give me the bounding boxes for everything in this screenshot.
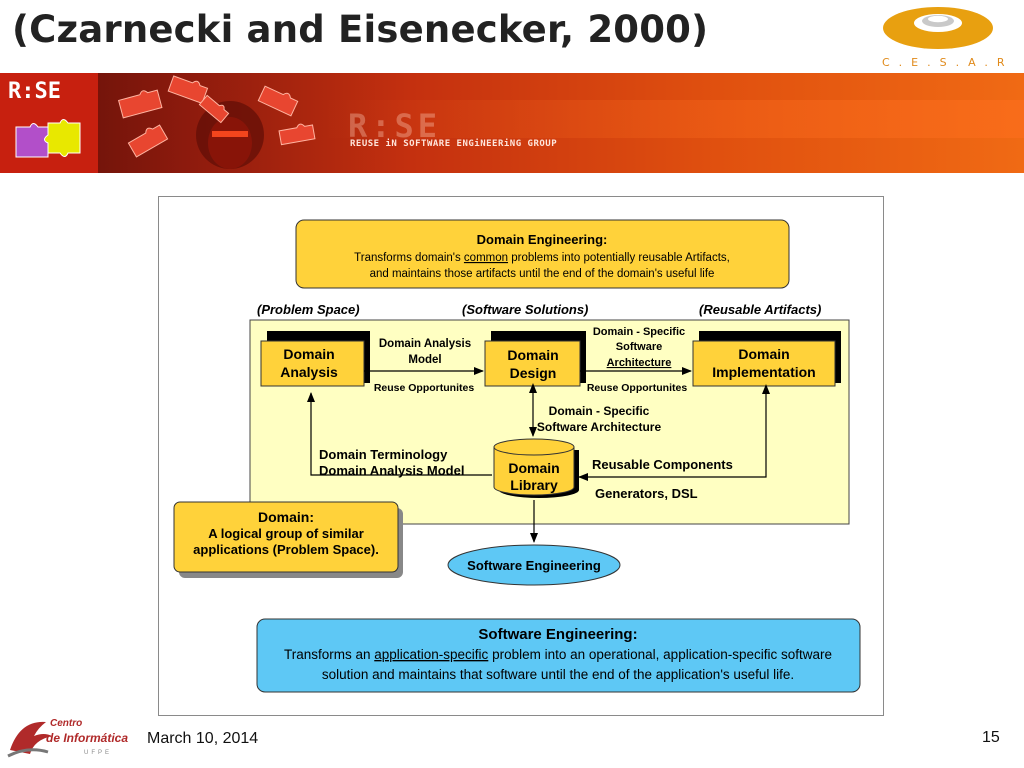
label-terminology-1: Domain Terminology — [319, 447, 448, 462]
domain-implementation-box: Domain Implementation — [693, 331, 841, 386]
software-engineering-ellipse-label: Software Engineering — [467, 558, 601, 573]
domain-engineering-line1: Transforms domain's common problems into… — [354, 252, 730, 264]
domain-design-label-1: Domain — [507, 347, 558, 363]
slide-title: (Czarnecki and Eisenecker, 2000) — [12, 8, 708, 51]
domain-implementation-label-1: Domain — [738, 346, 789, 362]
label-dsa-top-2: Software — [616, 341, 662, 353]
label-reusable-components: Reusable Components — [592, 457, 733, 472]
label-analysis-model-2: Model — [408, 354, 441, 366]
centro-logo-bottom: UFPE — [84, 750, 112, 756]
label-dsa-mid-1: Domain - Specific — [549, 404, 650, 418]
centro-de-informatica-logo: Centro de Informática UFPE — [6, 712, 130, 760]
rise-logo: R:SE — [0, 73, 100, 173]
domain-library-cylinder: Domain Library — [494, 439, 579, 498]
domain-design-box: Domain Design — [485, 331, 586, 386]
puzzle-pieces-art — [100, 73, 340, 173]
rise-banner: R:SE R:SE REUSE iN SOFTWARE ENGiNEERiNG … — [0, 73, 1024, 173]
label-dsa-top-1: Domain - Specific — [593, 326, 685, 338]
label-reuse-opportunities-2: Reuse Opportunites — [587, 382, 688, 394]
software-engineering-line2: solution and maintains that software unt… — [322, 667, 794, 682]
page-number: 15 — [982, 729, 1000, 747]
label-dsa-top-3: Architecture — [607, 357, 672, 369]
centro-logo-top: Centro — [50, 718, 82, 729]
software-engineering-box: Software Engineering: Transforms an appl… — [257, 619, 860, 692]
domain-definition-box: Domain: A logical group of similar appli… — [174, 502, 403, 578]
footer-date: March 10, 2014 — [147, 730, 258, 748]
label-reuse-opportunities-1: Reuse Opportunites — [374, 382, 475, 394]
label-terminology-2: Domain Analysis Model — [319, 463, 464, 478]
rise-logo-text: R:SE — [8, 79, 61, 104]
header-problem-space: (Problem Space) — [257, 302, 360, 317]
puzzle-icon — [10, 113, 90, 163]
domain-engineering-figure: Domain Engineering: Transforms domain's … — [158, 196, 884, 716]
domain-note-title: Domain: — [258, 509, 314, 525]
software-engineering-line1: Transforms an application-specific probl… — [284, 647, 832, 662]
banner-tagline: REUSE iN SOFTWARE ENGiNEERiNG GROUP — [350, 139, 557, 149]
domain-note-line1: A logical group of similar — [208, 526, 364, 541]
domain-library-label-2: Library — [510, 477, 558, 493]
label-dsa-mid-2: Software Architecture — [537, 420, 662, 434]
domain-engineering-title: Domain Engineering: — [477, 232, 608, 247]
software-engineering-ellipse: Software Engineering — [448, 545, 620, 585]
label-generators: Generators, DSL — [595, 486, 698, 501]
software-engineering-title: Software Engineering: — [478, 626, 637, 643]
domain-note-line2: applications (Problem Space). — [193, 542, 379, 557]
domain-analysis-box: Domain Analysis — [261, 331, 370, 386]
header-software-solutions: (Software Solutions) — [462, 302, 588, 317]
cesar-wordmark: C.E.S.A.R — [882, 56, 1002, 69]
domain-design-label-2: Design — [510, 365, 557, 381]
header-reusable-artifacts: (Reusable Artifacts) — [699, 302, 821, 317]
domain-analysis-label-2: Analysis — [280, 364, 338, 380]
domain-engineering-box: Domain Engineering: Transforms domain's … — [296, 220, 789, 288]
domain-analysis-label-1: Domain — [283, 346, 334, 362]
domain-implementation-label-2: Implementation — [712, 364, 815, 380]
label-analysis-model-1: Domain Analysis — [379, 338, 471, 350]
centro-logo-mid: de Informática — [46, 731, 128, 745]
domain-engineering-line2: and maintains those artifacts until the … — [370, 268, 715, 280]
domain-library-label-1: Domain — [508, 460, 559, 476]
